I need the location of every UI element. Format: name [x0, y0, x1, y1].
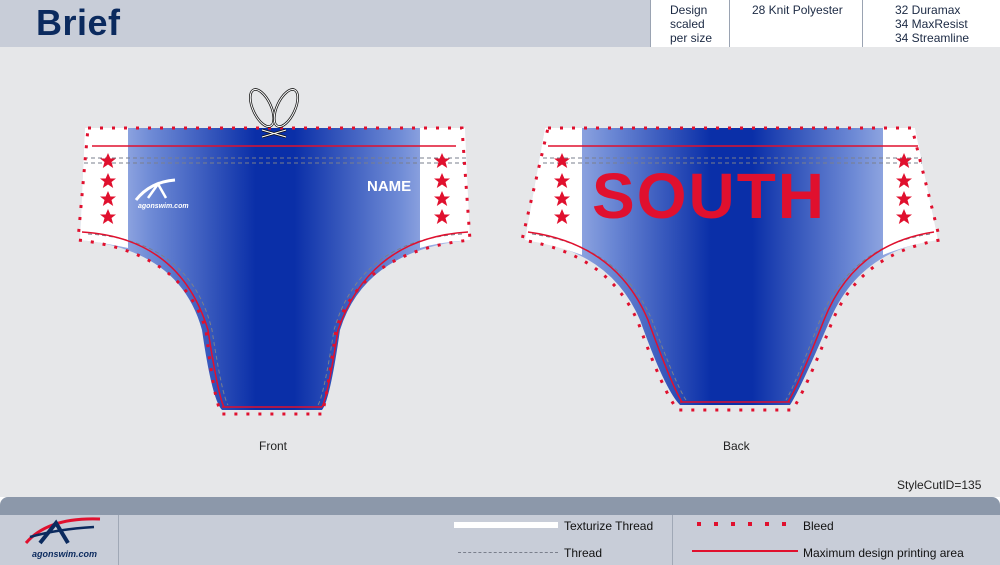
front-body	[80, 128, 470, 410]
bleed-swatch	[697, 522, 794, 526]
back-brief	[520, 126, 942, 412]
thread-swatch	[458, 552, 558, 553]
legend-thread: Thread	[564, 546, 603, 560]
header-cell-design-scale: Design scaled per size	[670, 3, 728, 50]
header-cell-line: 28 Knit Polyester	[752, 3, 843, 17]
agon-logo-icon	[24, 517, 101, 545]
back-left-panel	[525, 128, 582, 255]
header-cell-line: per size	[670, 31, 713, 45]
page-title: Brief	[36, 2, 121, 43]
header-cell-line: 34 MaxResist	[895, 17, 968, 31]
header-cell-line: 32 Duramax	[895, 3, 961, 17]
front-thread-line	[87, 233, 229, 406]
legend-bleed: Bleed	[803, 519, 834, 533]
back-caption: Back	[723, 439, 750, 453]
back-max-print-line	[787, 231, 935, 403]
footer-logo-text: agonswim.com	[32, 549, 98, 559]
style-cut-id: StyleCutID=135	[897, 478, 982, 492]
back-south-text: SOUTH	[592, 160, 826, 232]
back-bleed	[520, 126, 942, 412]
header-divider	[862, 0, 863, 47]
footer-divider	[118, 515, 119, 565]
header-cell-line: 34 Streamline	[895, 31, 970, 45]
back-thread-line	[785, 233, 931, 401]
footer-bar	[0, 497, 1000, 515]
garment-drawing	[76, 88, 942, 416]
front-thread-line	[317, 233, 463, 406]
legend-max-print-area: Maximum design printing area	[803, 546, 964, 560]
max-print-swatch	[692, 550, 798, 552]
front-max-print-line	[321, 231, 469, 408]
header-cell-line: Design	[670, 3, 708, 17]
front-logo	[134, 178, 176, 201]
texturize-thread-swatch	[454, 522, 558, 528]
design-canvas: NAME agonswim.com SOUTH Front Back Style…	[0, 47, 1000, 497]
header-divider	[729, 0, 730, 47]
title-box: Brief	[0, 0, 650, 47]
header-divider	[650, 0, 651, 47]
front-brief	[76, 88, 472, 416]
front-caption: Front	[259, 439, 288, 453]
footer-divider	[672, 515, 673, 565]
header-cell-fabric: 28 Knit Polyester	[752, 3, 860, 50]
header-cell-line: scaled	[670, 17, 705, 31]
footer: agonswim.com Texturize Thread Thread Ble…	[0, 497, 1000, 565]
header: Brief Design scaled per size 28 Knit Pol…	[0, 0, 1000, 47]
front-name-text: NAME	[367, 178, 412, 195]
front-max-print-line	[81, 231, 225, 408]
legend-texturize-thread: Texturize Thread	[564, 519, 654, 533]
header-cell-weights: 32 Duramax 34 MaxResist 34 Streamline	[895, 3, 995, 50]
front-logo-text: agonswim.com	[138, 203, 189, 210]
back-body	[525, 128, 938, 405]
drawstring-icon	[249, 88, 299, 139]
back-max-print-line	[527, 231, 683, 403]
back-right-panel	[883, 128, 938, 255]
